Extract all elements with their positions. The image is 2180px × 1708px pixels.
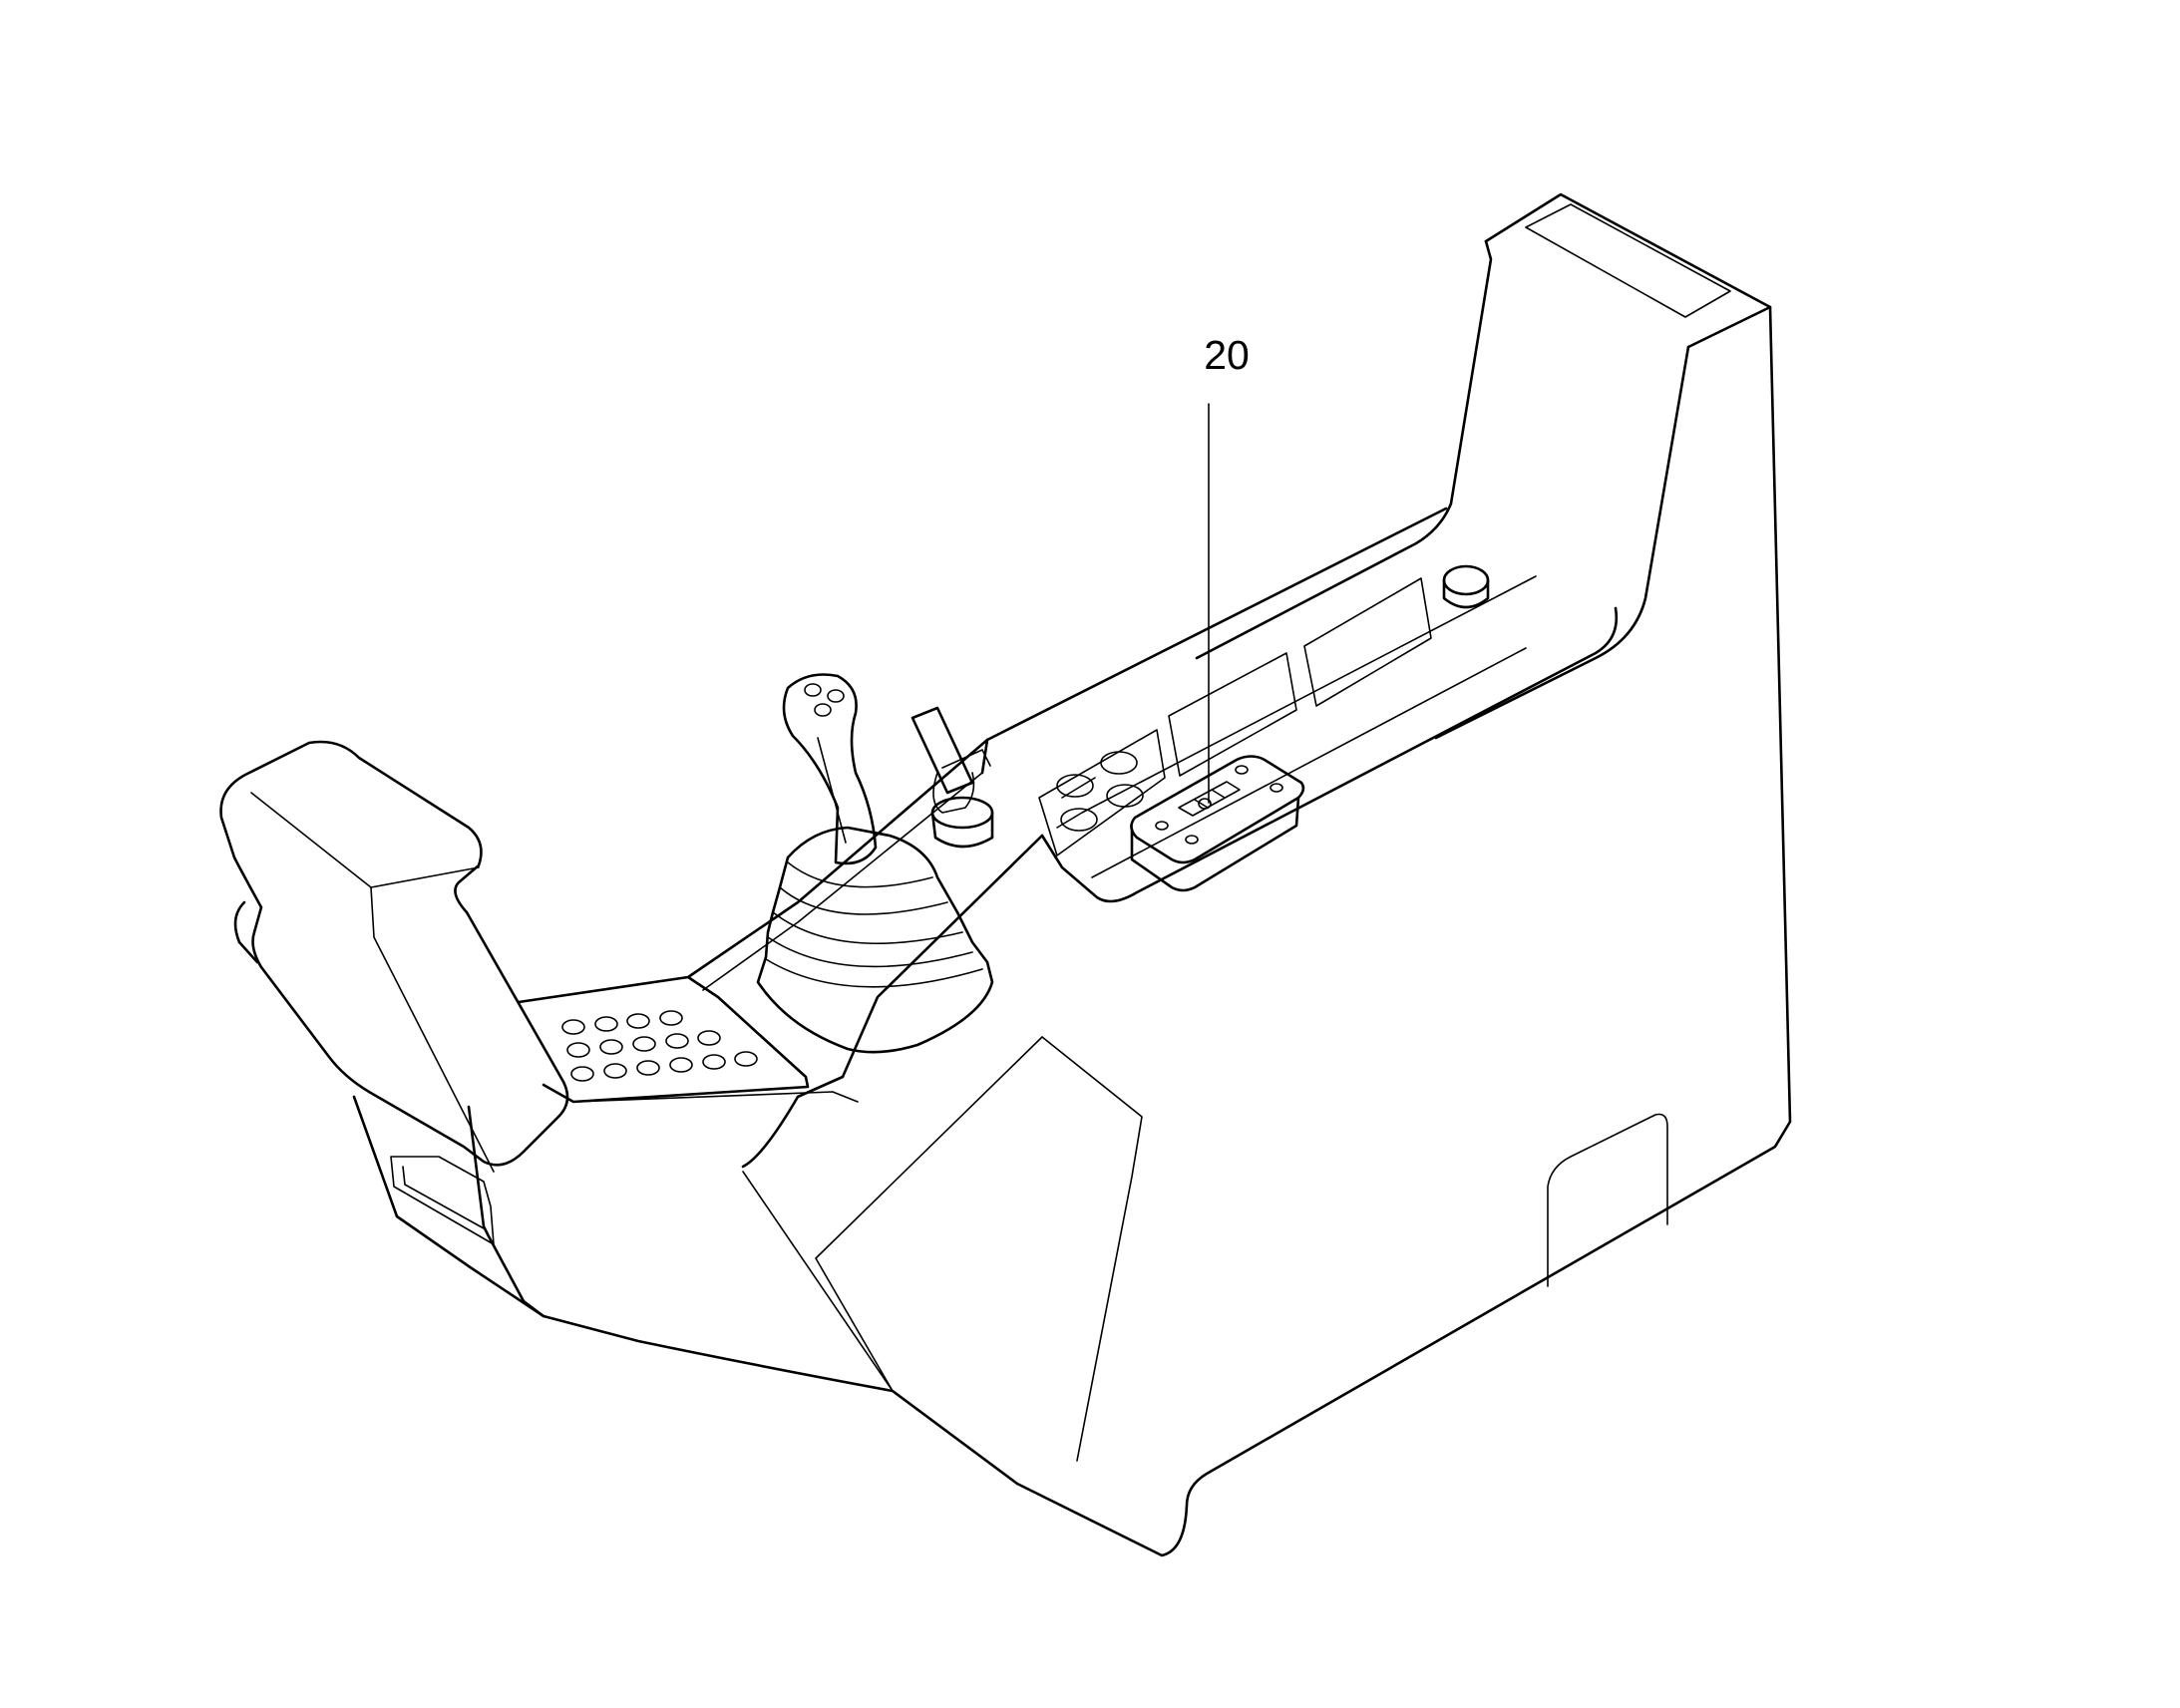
switch-module-top <box>1130 755 1305 864</box>
rear-knob-top <box>1442 564 1490 596</box>
armrest-side-crease <box>370 886 495 1173</box>
joystick-boot <box>756 826 994 1054</box>
module-screw-1 <box>1155 821 1169 831</box>
joystick-boot-ring-4 <box>779 886 948 915</box>
pillar-top-plate <box>1525 203 1731 318</box>
console-deck-inner-rim2 <box>1091 647 1527 878</box>
front-left-line <box>742 1171 894 1392</box>
front-center-panel-edge <box>815 1036 1043 1392</box>
module-screw-3 <box>1270 783 1283 793</box>
joystick-boot-ring-3 <box>765 958 983 988</box>
joystick-grip-line <box>817 737 847 844</box>
armrest-pedestal-window <box>390 1156 495 1245</box>
rear-knob-side <box>1442 578 1490 609</box>
switch-rocker <box>1198 798 1212 810</box>
joystick-icon <box>782 673 878 865</box>
module-screw-2 <box>1235 765 1249 775</box>
switch-divider-2 <box>1211 789 1226 799</box>
front-center-panel <box>1041 1036 1143 1462</box>
console-deck-inner-rim <box>1056 575 1537 829</box>
joystick-button-2 <box>827 689 845 703</box>
switch-module-side <box>1130 796 1300 892</box>
joystick-boot-ring-5 <box>787 861 933 888</box>
toggle-lever-base-side <box>930 811 994 849</box>
armrest-top-crease <box>250 792 480 888</box>
switch-icon <box>1178 781 1241 817</box>
armrest-pedestal-window-inner <box>402 1166 485 1229</box>
armrest-pedestal <box>352 1095 545 1318</box>
tray-holes <box>561 1010 758 1082</box>
console-top-deck-front <box>1040 606 1619 903</box>
joystick-boot-ring-1 <box>772 911 963 944</box>
armrest-front-face <box>233 900 259 964</box>
callout-number-20: 20 <box>1204 332 1250 378</box>
display-window-2 <box>1168 652 1297 777</box>
console-top-deck-back <box>980 507 1448 775</box>
console-outer-outline <box>467 192 1792 1557</box>
toggle-lever-boot <box>941 749 991 769</box>
console-ridge <box>686 738 989 979</box>
joystick-button-3 <box>814 703 832 717</box>
panel-button-2 <box>1100 751 1138 775</box>
panel-button-3 <box>1060 808 1098 832</box>
perforated-tray <box>517 975 810 1104</box>
toggle-lever-collar <box>932 772 975 814</box>
switch-divider-1 <box>1194 799 1209 809</box>
console-ridge-inner <box>702 772 983 991</box>
console-pillar-face <box>1434 305 1772 740</box>
front-left-face-crease <box>741 834 1044 1169</box>
perforated-tray-lip <box>572 1091 859 1103</box>
console-right-pillar <box>1195 239 1493 660</box>
display-window-1 <box>1303 577 1432 707</box>
joystick-button-1 <box>804 683 822 697</box>
panel-button-5 <box>1061 777 1096 799</box>
panel-button-4 <box>1106 784 1144 808</box>
joystick-boot-ring-2 <box>767 936 973 968</box>
armrest-icon <box>219 740 569 1167</box>
toggle-lever-icon <box>910 706 974 795</box>
panel-button-1 <box>1056 774 1094 798</box>
module-screw-4 <box>1185 835 1199 845</box>
lower-right-recess <box>1547 1113 1668 1287</box>
switch-bank-panel <box>1038 729 1166 856</box>
